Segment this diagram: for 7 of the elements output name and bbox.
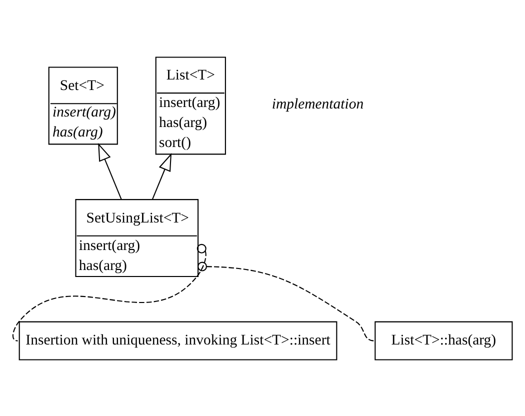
connector bbox=[198, 261, 374, 341]
node-box: List<T>::has(arg) bbox=[374, 320, 513, 360]
arrow bbox=[98, 142, 122, 200]
arrow bbox=[152, 152, 172, 200]
label: implementation bbox=[272, 96, 364, 112]
connector bbox=[12, 243, 206, 341]
node-box: Insertion with uniqueness, invoking List<T>::insert bbox=[18, 320, 338, 360]
